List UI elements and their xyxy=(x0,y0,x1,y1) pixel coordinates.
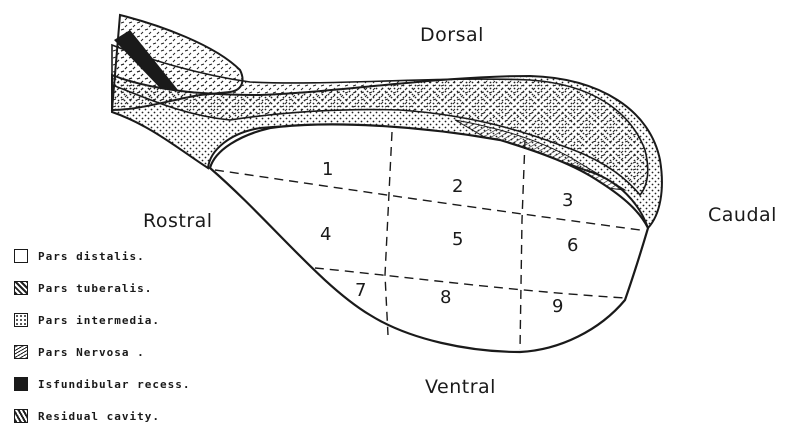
legend-label: Pars distalis. xyxy=(38,250,145,263)
legend-label: Pars intermedia. xyxy=(38,314,160,327)
region-label-8: 8 xyxy=(440,287,451,308)
region-label-5: 5 xyxy=(452,229,463,250)
direction-label-rostral: Rostral xyxy=(143,210,213,232)
legend-item-pars-nervosa: Pars Nervosa . xyxy=(14,336,190,368)
tuberalis-pattern-icon xyxy=(14,281,28,295)
region-label-7: 7 xyxy=(355,280,366,301)
region-label-1: 1 xyxy=(322,159,333,180)
region-label-4: 4 xyxy=(320,224,331,245)
legend-label: Pars Nervosa . xyxy=(38,346,145,359)
legend-item-pars-intermedia: Pars intermedia. xyxy=(14,304,190,336)
direction-label-ventral: Ventral xyxy=(425,376,496,398)
legend-item-pars-distalis: Pars distalis. xyxy=(14,240,190,272)
legend-item-infundibular-recess: Isfundibular recess. xyxy=(14,368,190,400)
region-label-9: 9 xyxy=(552,296,563,317)
empty-square-icon xyxy=(14,249,28,263)
hatched-square-icon xyxy=(14,409,28,423)
region-label-6: 6 xyxy=(567,235,578,256)
legend-item-pars-tuberalis: Pars tuberalis. xyxy=(14,272,190,304)
legend-label: Pars tuberalis. xyxy=(38,282,152,295)
solid-square-icon xyxy=(14,377,28,391)
legend-label: Isfundibular recess. xyxy=(38,378,190,391)
region-label-2: 2 xyxy=(452,176,463,197)
legend-item-residual-cavity: Residual cavity. xyxy=(14,400,190,432)
direction-label-dorsal: Dorsal xyxy=(420,24,484,46)
nervosa-pattern-icon xyxy=(14,345,28,359)
intermedia-pattern-icon xyxy=(14,313,28,327)
region-label-3: 3 xyxy=(562,190,573,211)
direction-label-caudal: Caudal xyxy=(708,204,777,226)
legend-label: Residual cavity. xyxy=(38,410,160,423)
legend: Pars distalis. Pars tuberalis. Pars inte… xyxy=(14,240,190,432)
